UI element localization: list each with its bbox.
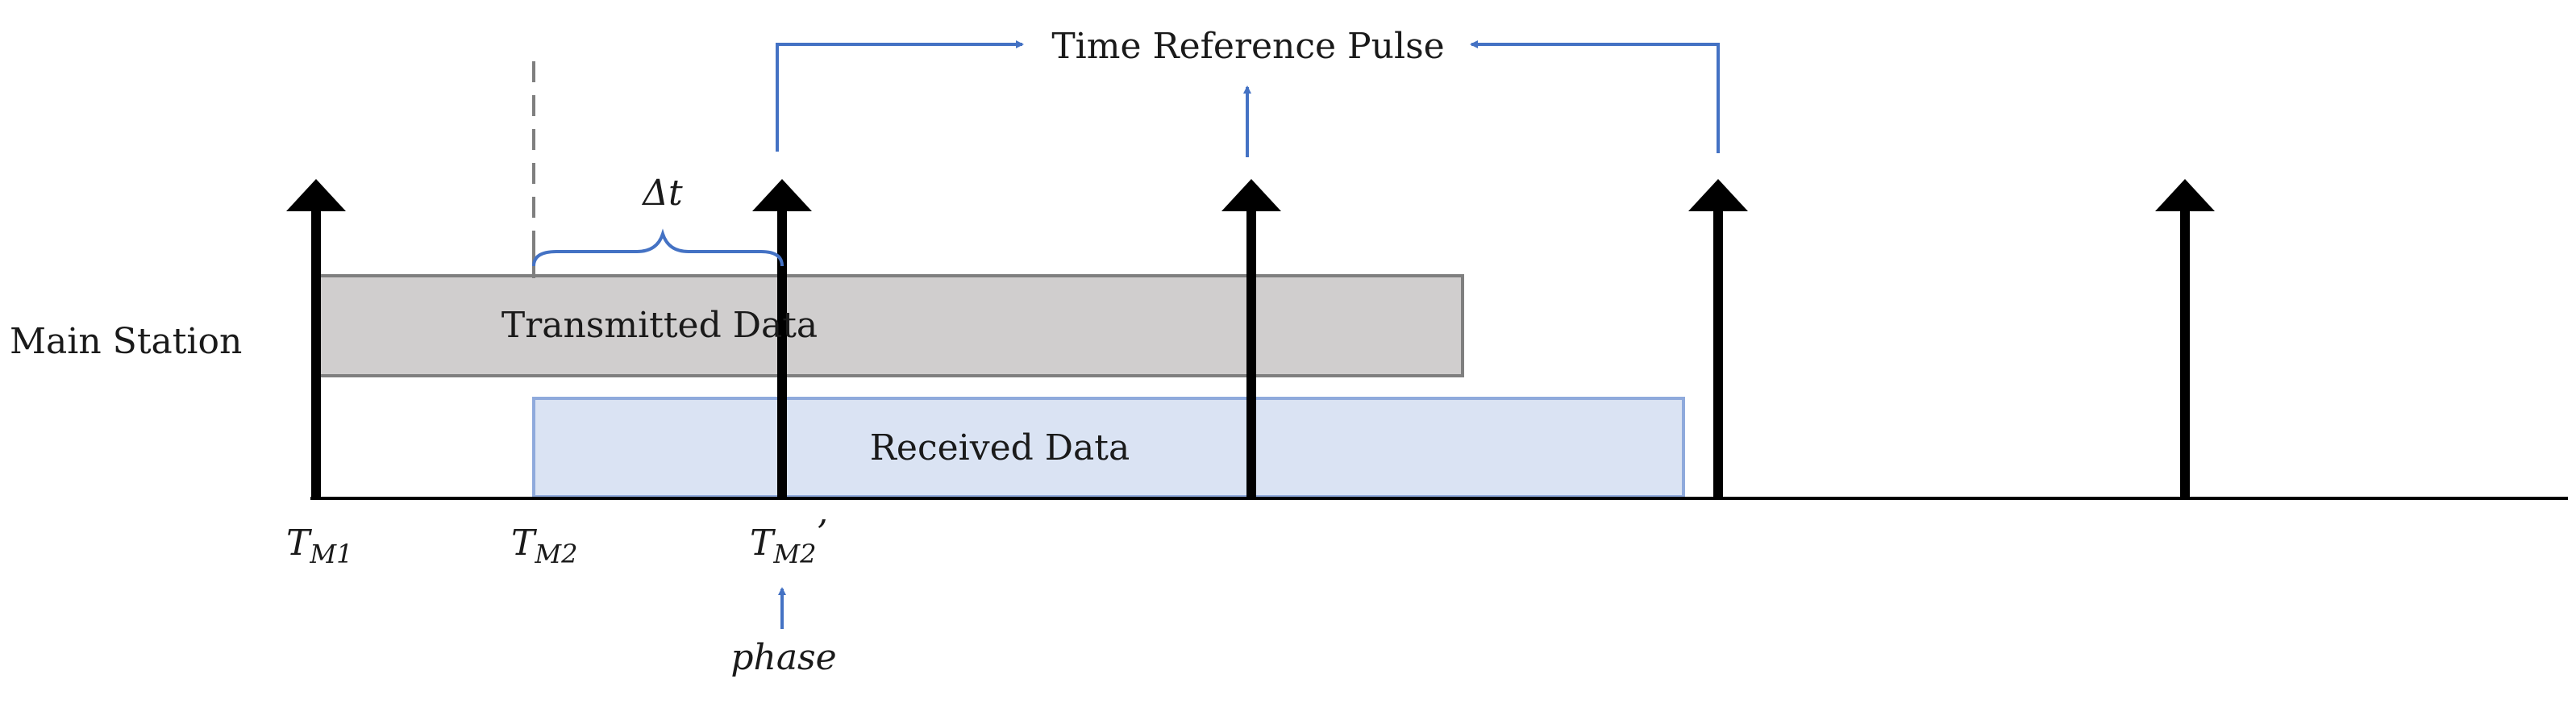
received-data-bar <box>532 397 1685 498</box>
tm2-label: TM2 <box>511 523 577 569</box>
delta-t-label: Δt <box>641 173 683 214</box>
tm2-prime-subscript: M2 <box>772 539 816 569</box>
transmitted-data-label: Transmitted Data <box>501 305 818 346</box>
right-reference-connector <box>1470 40 1720 153</box>
transmitted-data-bar <box>314 274 1464 377</box>
tm2-prime-label: TM2’ <box>750 513 827 569</box>
main-station-label: Main Station <box>10 321 242 362</box>
delta-t-brace <box>532 228 784 267</box>
tm2-prime-mark: ’ <box>816 513 827 554</box>
left-reference-connector <box>776 40 1024 152</box>
pulse-tm1 <box>286 179 346 500</box>
received-data-label: Received Data <box>870 427 1130 469</box>
tm2-subscript: M2 <box>534 539 577 569</box>
pulse-4 <box>1688 179 1748 500</box>
phase-label: phase <box>730 637 836 678</box>
time-reference-pulse-label: Time Reference Pulse <box>1051 26 1444 67</box>
pulse-3 <box>1221 179 1281 500</box>
pulse-tm2-prime <box>752 179 812 500</box>
tm1-subscript: M1 <box>309 539 352 569</box>
tm1-label: TM1 <box>286 523 352 569</box>
pulse-5 <box>2155 179 2215 500</box>
